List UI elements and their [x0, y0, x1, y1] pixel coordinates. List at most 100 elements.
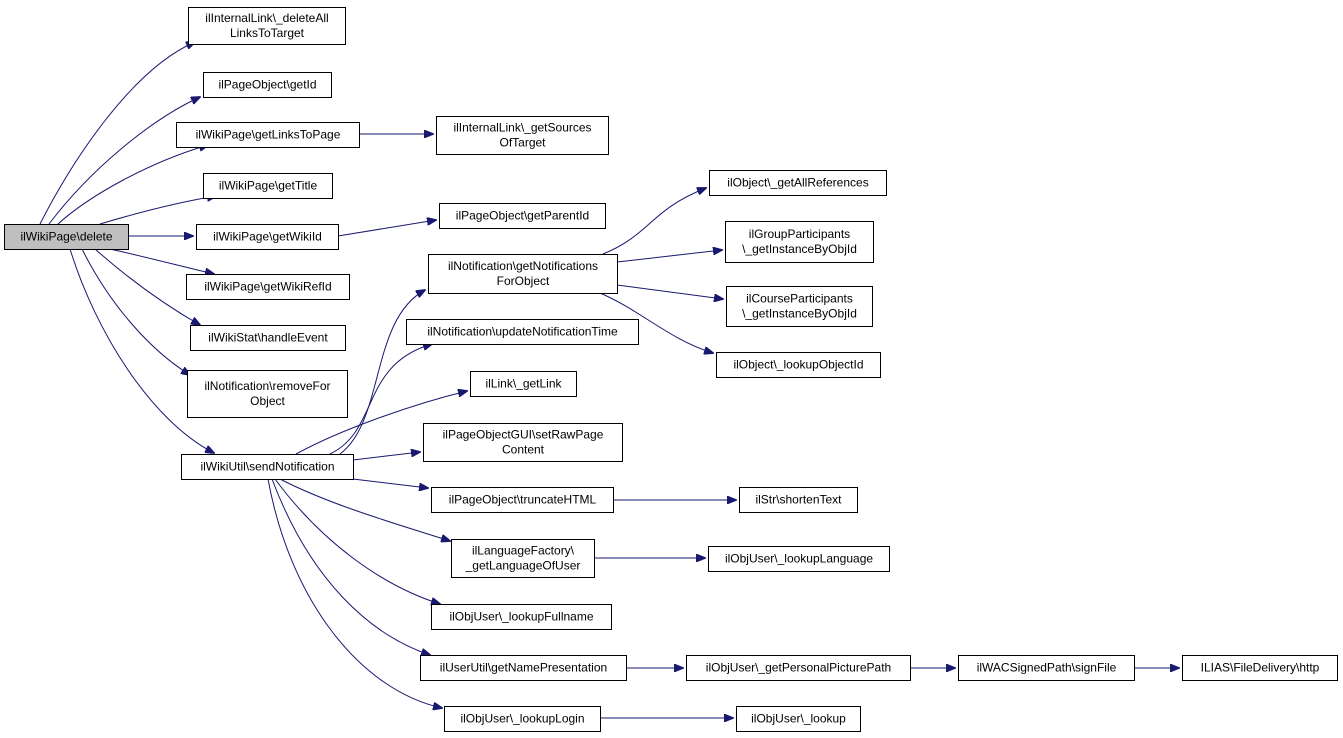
- node-box: [190, 325, 346, 351]
- edge-n_getNotif-to-gp_getInst: [616, 250, 722, 263]
- node-box: [739, 487, 858, 513]
- node-gp_getInst[interactable]: ilGroupParticipants\_getInstanceByObjId: [725, 221, 874, 263]
- node-label-line: ilObjUser\_lookupLanguage: [725, 552, 873, 566]
- node-label-line: ilLanguageFactory\: [472, 544, 575, 558]
- node-label-line: ilObjUser\_lookup: [751, 712, 846, 726]
- edge-arrow: [274, 478, 440, 604]
- edge-root-to-po_getId: [48, 97, 200, 225]
- edge-arrow: [337, 220, 436, 237]
- edge-root-to-il_deleteAll: [39, 42, 195, 225]
- edge-arrow: [616, 250, 722, 263]
- node-label-line: ilObjUser\_getPersonalPicturePath: [706, 661, 891, 675]
- edge-root-to-ws_handleEvent: [94, 248, 200, 325]
- edge-arrow: [271, 478, 430, 655]
- node-ou_getPic[interactable]: ilObjUser\_getPersonalPicturePath: [686, 655, 911, 681]
- node-o_lookupObjId[interactable]: ilObject\_lookupObjectId: [716, 352, 881, 378]
- edge-arrow: [352, 478, 428, 488]
- node-ou_lookupLang[interactable]: ilObjUser\_lookupLanguage: [708, 546, 890, 572]
- node-wp_getWikiRefId[interactable]: ilWikiPage\getWikiRefId: [186, 274, 350, 300]
- node-box: [686, 655, 911, 681]
- node-label-line: ilWikiPage\getWikiId: [213, 230, 322, 244]
- node-lf_getLang[interactable]: ilLanguageFactory\_getLanguageOfUser: [451, 539, 595, 578]
- node-box: [958, 655, 1135, 681]
- node-po_getId[interactable]: ilPageObject\getId: [203, 72, 332, 98]
- node-wac_sign[interactable]: ilWACSignedPath\signFile: [958, 655, 1135, 681]
- node-box: [736, 706, 861, 732]
- edge-arrow: [339, 290, 425, 455]
- edge-wu_send-to-ou_lookupFull: [274, 478, 440, 604]
- node-label-line: ilPageObject\getId: [218, 78, 316, 92]
- edge-arrow: [69, 248, 214, 453]
- node-label-line: ilWikiUtil\sendNotification: [200, 460, 334, 474]
- edge-arrow: [616, 284, 723, 299]
- node-ou_lookupFull[interactable]: ilObjUser\_lookupFullname: [431, 604, 612, 630]
- node-box: [4, 224, 129, 250]
- node-label-line: ilObject\_getAllReferences: [727, 176, 868, 190]
- node-box: [716, 352, 881, 378]
- edge-arrow: [602, 188, 706, 255]
- node-label-line: ilLink\_getLink: [485, 377, 562, 391]
- node-label-line: ilNotification\updateNotificationTime: [427, 325, 618, 339]
- node-box: [726, 286, 873, 327]
- edge-root-to-wp_getLinks: [57, 145, 208, 225]
- edge-arrow: [94, 248, 200, 325]
- node-box: [431, 487, 614, 513]
- node-fd_http[interactable]: ILIAS\FileDelivery\http: [1182, 655, 1338, 681]
- node-label-line: ilNotification\getNotifications: [448, 259, 598, 273]
- node-label-line: ilStr\shortenText: [755, 493, 842, 507]
- node-cp_getInst[interactable]: ilCourseParticipants\_getInstanceByObjId: [726, 286, 873, 327]
- node-box: [709, 170, 887, 196]
- node-box: [187, 370, 348, 418]
- node-box: [423, 423, 623, 462]
- edge-wu_send-to-po_truncate: [352, 478, 428, 488]
- node-label-line: ilWikiPage\getTitle: [219, 179, 318, 193]
- edge-arrow: [109, 248, 214, 274]
- node-box: [444, 706, 601, 732]
- edge-wu_send-to-ou_lookupLogin: [267, 478, 442, 708]
- edge-root-to-wu_send: [69, 248, 214, 453]
- edge-n_getNotif-to-cp_getInst: [616, 284, 723, 299]
- node-wp_getTitle[interactable]: ilWikiPage\getTitle: [203, 173, 333, 199]
- node-label-line: Content: [502, 443, 545, 457]
- edge-wu_send-to-l_getLink: [295, 391, 467, 455]
- node-ou_lookup[interactable]: ilObjUser\_lookup: [736, 706, 861, 732]
- node-root: ilWikiPage\delete: [4, 224, 129, 250]
- node-box: [176, 122, 360, 148]
- node-box: [451, 539, 595, 578]
- node-box: [203, 173, 333, 199]
- node-label-line: _getLanguageOfUser: [465, 559, 581, 573]
- node-uu_getName[interactable]: ilUserUtil\getNamePresentation: [420, 655, 627, 681]
- node-box: [196, 224, 339, 250]
- node-str_shorten[interactable]: ilStr\shortenText: [739, 487, 858, 513]
- edge-root-to-wp_getTitle: [99, 196, 216, 225]
- node-label-line: ilObject\_lookupObjectId: [733, 358, 863, 372]
- node-wp_getWikiId[interactable]: ilWikiPage\getWikiId: [196, 224, 339, 250]
- node-label-line: ilObjUser\_lookupFullname: [449, 610, 593, 624]
- node-ou_lookupLogin[interactable]: ilObjUser\_lookupLogin: [444, 706, 601, 732]
- node-n_updateTime[interactable]: ilNotification\updateNotificationTime: [406, 319, 639, 345]
- node-wu_send[interactable]: ilWikiUtil\sendNotification: [181, 454, 354, 480]
- edge-arrow: [81, 248, 190, 375]
- node-po_getParentId[interactable]: ilPageObject\getParentId: [439, 203, 606, 229]
- node-label-line: ILIAS\FileDelivery\http: [1201, 661, 1320, 675]
- edge-n_getNotif-to-o_lookupObjId: [599, 292, 713, 353]
- node-wp_getLinks[interactable]: ilWikiPage\getLinksToPage: [176, 122, 360, 148]
- node-o_getAllRefs[interactable]: ilObject\_getAllReferences: [709, 170, 887, 196]
- node-l_getLink[interactable]: ilLink\_getLink: [470, 371, 577, 397]
- node-label-line: LinksToTarget: [230, 26, 305, 40]
- node-label-line: ilGroupParticipants: [749, 227, 850, 241]
- edge-n_getNotif-to-o_getAllRefs: [602, 188, 706, 255]
- node-label-line: ilNotification\removeFor: [204, 379, 330, 393]
- edge-arrow: [599, 292, 713, 353]
- edge-wu_send-to-pog_setRaw: [352, 452, 420, 461]
- node-po_truncate[interactable]: ilPageObject\truncateHTML: [431, 487, 614, 513]
- edge-arrow: [267, 478, 442, 708]
- node-box: [431, 604, 612, 630]
- node-ws_handleEvent[interactable]: ilWikiStat\handleEvent: [190, 325, 346, 351]
